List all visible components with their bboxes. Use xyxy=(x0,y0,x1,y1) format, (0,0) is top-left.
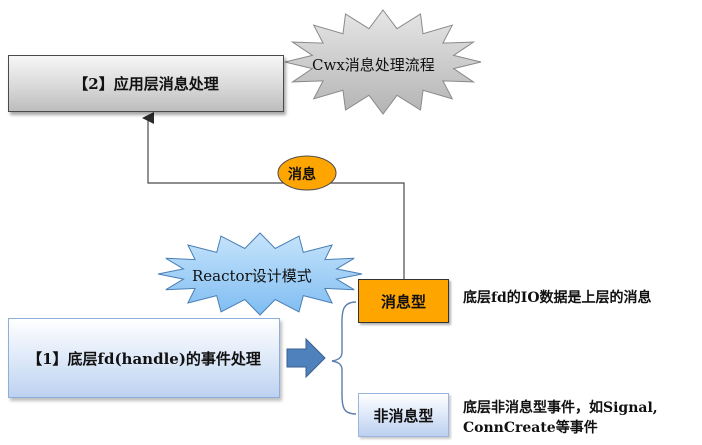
title-burst-label: Cwx消息处理流程 xyxy=(312,56,435,74)
reactor-burst-label: Reactor设计模式 xyxy=(192,267,312,285)
fd-event-box: 【1】底层fd(handle)的事件处理 xyxy=(8,318,280,398)
reactor-burst-shape xyxy=(157,232,363,316)
message-bubble-label: 消息 xyxy=(288,167,316,183)
app-layer-box: 【2】应用层消息处理 xyxy=(8,55,284,112)
message-flow-connector xyxy=(142,112,405,279)
type-brace xyxy=(331,301,357,415)
message-type-description: 底层fd的IO数据是上层的消息 xyxy=(463,290,652,306)
message-type-box: 消息型 xyxy=(358,279,449,323)
message-bubble-shape xyxy=(277,155,337,191)
non-message-type-box: 非消息型 xyxy=(358,393,449,437)
non-message-type-description: 底层非消息型事件，如Signal, ConnCreate等事件 xyxy=(463,400,658,436)
title-burst-shape xyxy=(284,9,482,115)
flow-arrow-icon xyxy=(286,337,326,379)
